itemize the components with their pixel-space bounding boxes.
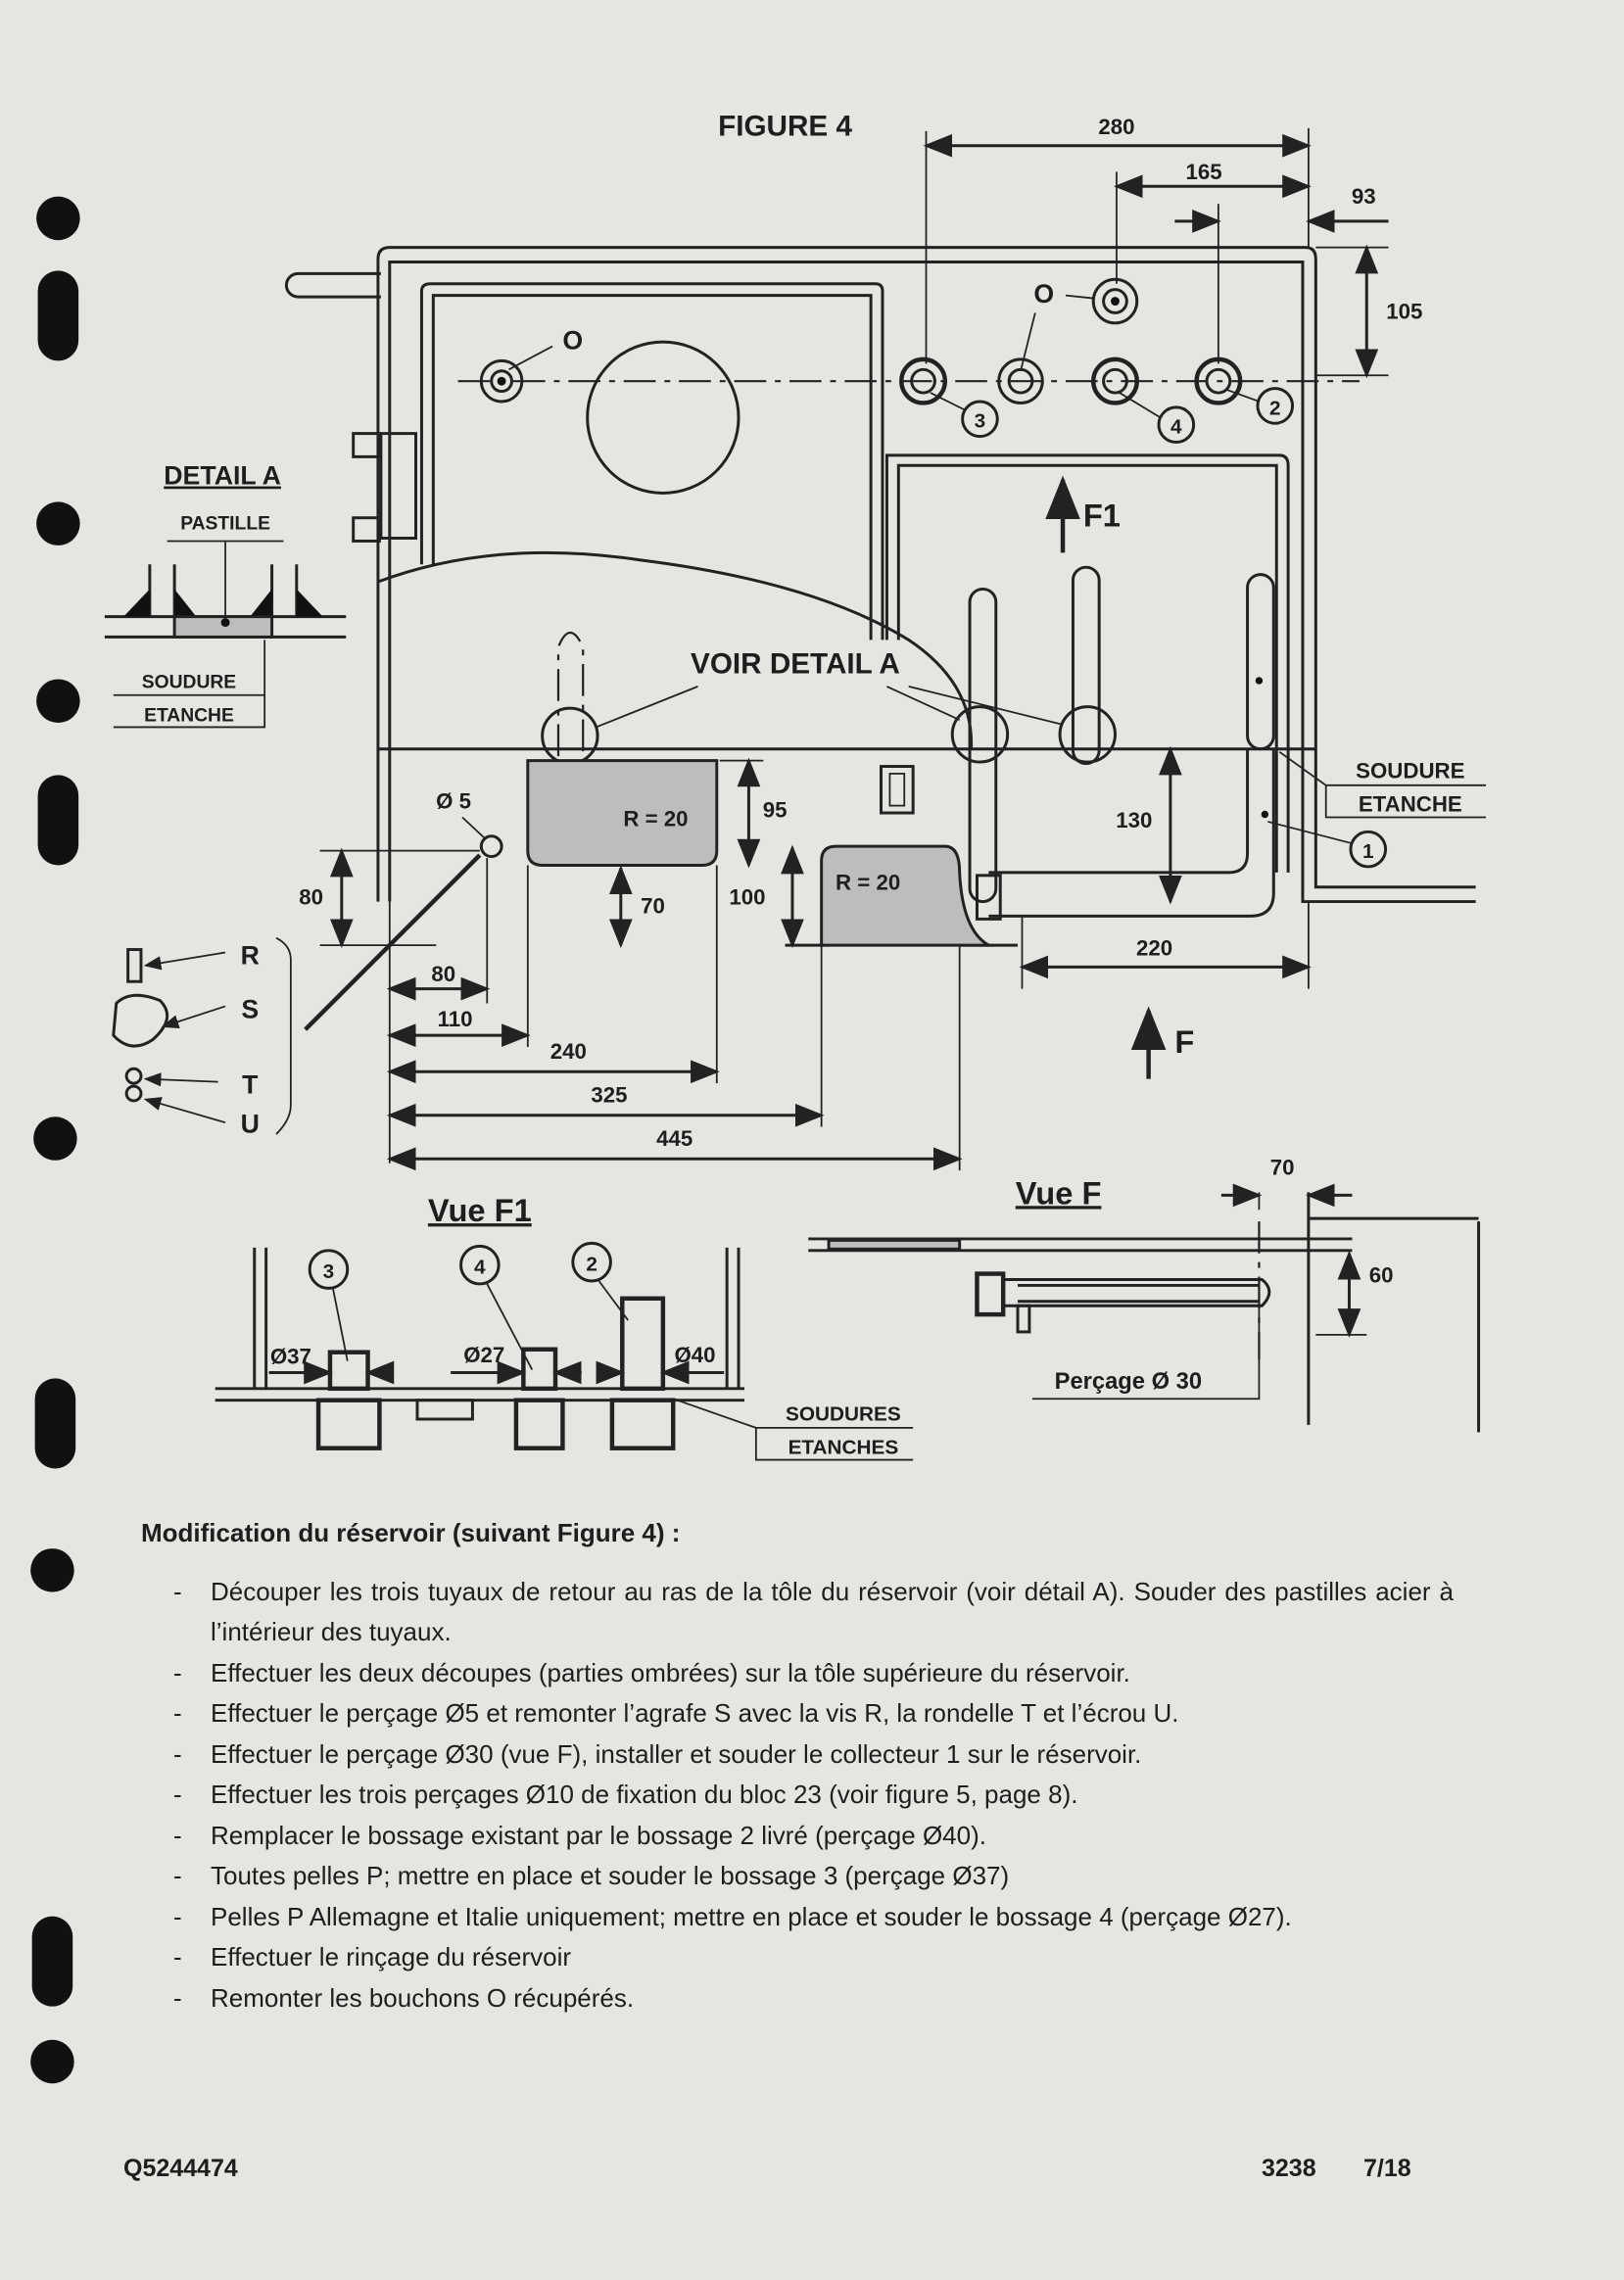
instructions-heading: Modification du réservoir (suivant Figur… (141, 1518, 681, 1547)
svg-text:105: 105 (1386, 299, 1422, 323)
vue-f: Vue F 70 60 Perçage Ø 30 (808, 1156, 1481, 1433)
svg-text:240: 240 (550, 1039, 587, 1064)
svg-text:3: 3 (323, 1260, 335, 1283)
svg-text:U: U (241, 1110, 260, 1139)
svg-text:S: S (241, 994, 259, 1023)
svg-text:93: 93 (1352, 184, 1376, 209)
document-reference: Q5244474 (123, 2155, 238, 2182)
svg-text:1: 1 (1362, 840, 1374, 863)
svg-text:SOUDURE: SOUDURE (142, 672, 237, 692)
svg-text:280: 280 (1098, 115, 1134, 139)
svg-text:PASTILLE: PASTILLE (180, 514, 270, 535)
svg-text:Ø 5: Ø 5 (436, 789, 471, 814)
svg-text:110: 110 (438, 1007, 473, 1031)
svg-text:4: 4 (474, 1257, 486, 1279)
binder-holes (30, 196, 80, 2084)
svg-text:325: 325 (591, 1082, 627, 1107)
svg-text:2: 2 (586, 1254, 597, 1276)
svg-text:220: 220 (1136, 935, 1172, 960)
list-item: -Effectuer les trois perçages Ø10 de fix… (173, 1780, 1078, 1809)
svg-text:ETANCHES: ETANCHES (788, 1437, 899, 1459)
bottom-dimensions: 80 80 110 240 325 445 70 95 100 130 220 (299, 745, 1312, 1171)
svg-text:O: O (562, 326, 583, 356)
svg-text:Perçage Ø 30: Perçage Ø 30 (1055, 1369, 1202, 1395)
svg-text:4: 4 (1170, 416, 1182, 439)
voir-detail-label: VOIR DETAIL A (691, 648, 900, 681)
svg-text:70: 70 (1270, 1156, 1295, 1180)
svg-text:R = 20: R = 20 (836, 871, 900, 895)
list-item: -Toutes pelles P; mettre en place et sou… (173, 1861, 1010, 1890)
hardware-parts: R S T U (112, 936, 292, 1139)
instruction-list: -Découper les trois tuyaux de retour au … (141, 1572, 1454, 2019)
svg-text:95: 95 (763, 797, 788, 822)
svg-text:Vue F1: Vue F1 (428, 1192, 532, 1228)
list-item: -Effectuer les deux découpes (parties om… (173, 1657, 1130, 1687)
svg-text:70: 70 (641, 893, 665, 918)
svg-text:2: 2 (1269, 397, 1281, 419)
svg-text:3: 3 (975, 410, 986, 433)
svg-text:80: 80 (299, 885, 323, 910)
svg-text:DETAIL A: DETAIL A (164, 461, 281, 491)
svg-text:100: 100 (729, 885, 765, 910)
page-number: 7/18 (1363, 2155, 1411, 2182)
svg-text:T: T (242, 1070, 259, 1100)
svg-text:Vue F: Vue F (1016, 1174, 1102, 1211)
vue-f1: Vue F1 3 4 2 Ø37 Ø27 Ø40 SOUDURES ETANCH… (215, 1192, 914, 1461)
svg-text:ETANCHE: ETANCHE (1359, 792, 1462, 817)
list-item: -Remplacer le bossage existant par le bo… (173, 1820, 986, 1850)
list-item: -Découper les trois tuyaux de retour au … (173, 1576, 1454, 1647)
svg-text:SOUDURES: SOUDURES (786, 1402, 901, 1425)
list-item: -Remonter les bouchons O récupérés. (173, 1982, 635, 2013)
svg-text:F: F (1174, 1023, 1194, 1060)
tank-outline (285, 246, 1476, 947)
svg-text:Ø37: Ø37 (270, 1345, 311, 1369)
filler-opening (586, 340, 740, 495)
svg-text:80: 80 (431, 962, 455, 986)
cutout-1 (526, 759, 719, 867)
list-item: -Pelles P Allemagne et Italie uniquement… (173, 1901, 1292, 1931)
figure-title: FIGURE 4 (718, 110, 852, 142)
top-dimensions: 280 165 93 105 (923, 115, 1422, 379)
svg-text:R = 20: R = 20 (623, 806, 688, 831)
svg-text:O: O (1033, 279, 1054, 309)
collector (541, 565, 1275, 921)
svg-text:60: 60 (1369, 1262, 1394, 1287)
svg-text:SOUDURE: SOUDURE (1356, 758, 1464, 783)
list-item: -Effectuer le perçage Ø30 (vue F), insta… (173, 1738, 1142, 1769)
svg-text:Ø40: Ø40 (674, 1343, 715, 1367)
svg-text:F1: F1 (1083, 498, 1121, 534)
svg-text:445: 445 (656, 1126, 693, 1151)
svg-text:ETANCHE: ETANCHE (144, 706, 234, 727)
svg-text:165: 165 (1185, 160, 1221, 184)
svg-text:130: 130 (1116, 808, 1152, 832)
document-code: 3238 (1262, 2155, 1316, 2182)
cutout-2 (820, 844, 995, 947)
svg-text:R: R (241, 940, 260, 970)
list-item: -Effectuer le perçage Ø5 et remonter l’a… (173, 1698, 1179, 1728)
instructions: Modification du réservoir (suivant Figur… (141, 1513, 1454, 2019)
list-item: -Effectuer le rinçage du réservoir (173, 1942, 572, 1971)
plugs: O O 3 4 2 (479, 277, 1295, 445)
svg-text:Ø27: Ø27 (463, 1343, 504, 1367)
detail-a: DETAIL A PASTILLE SOUDURE ETANCHE (104, 461, 347, 729)
